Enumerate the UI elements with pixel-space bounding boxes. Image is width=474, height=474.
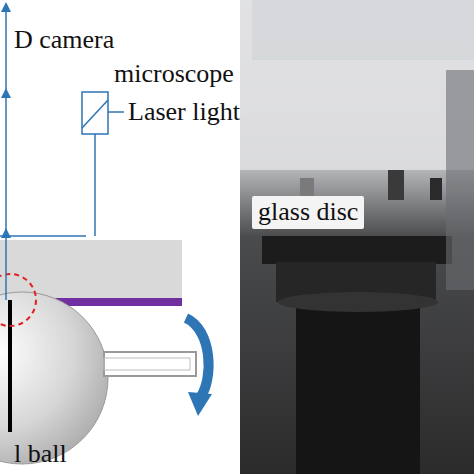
part-label: Laser light <box>128 98 240 127</box>
part-label: microscope <box>114 60 234 89</box>
part-label: l ball <box>14 440 67 469</box>
part-label: glass disc <box>252 196 364 229</box>
part-label: D camera <box>14 26 114 55</box>
